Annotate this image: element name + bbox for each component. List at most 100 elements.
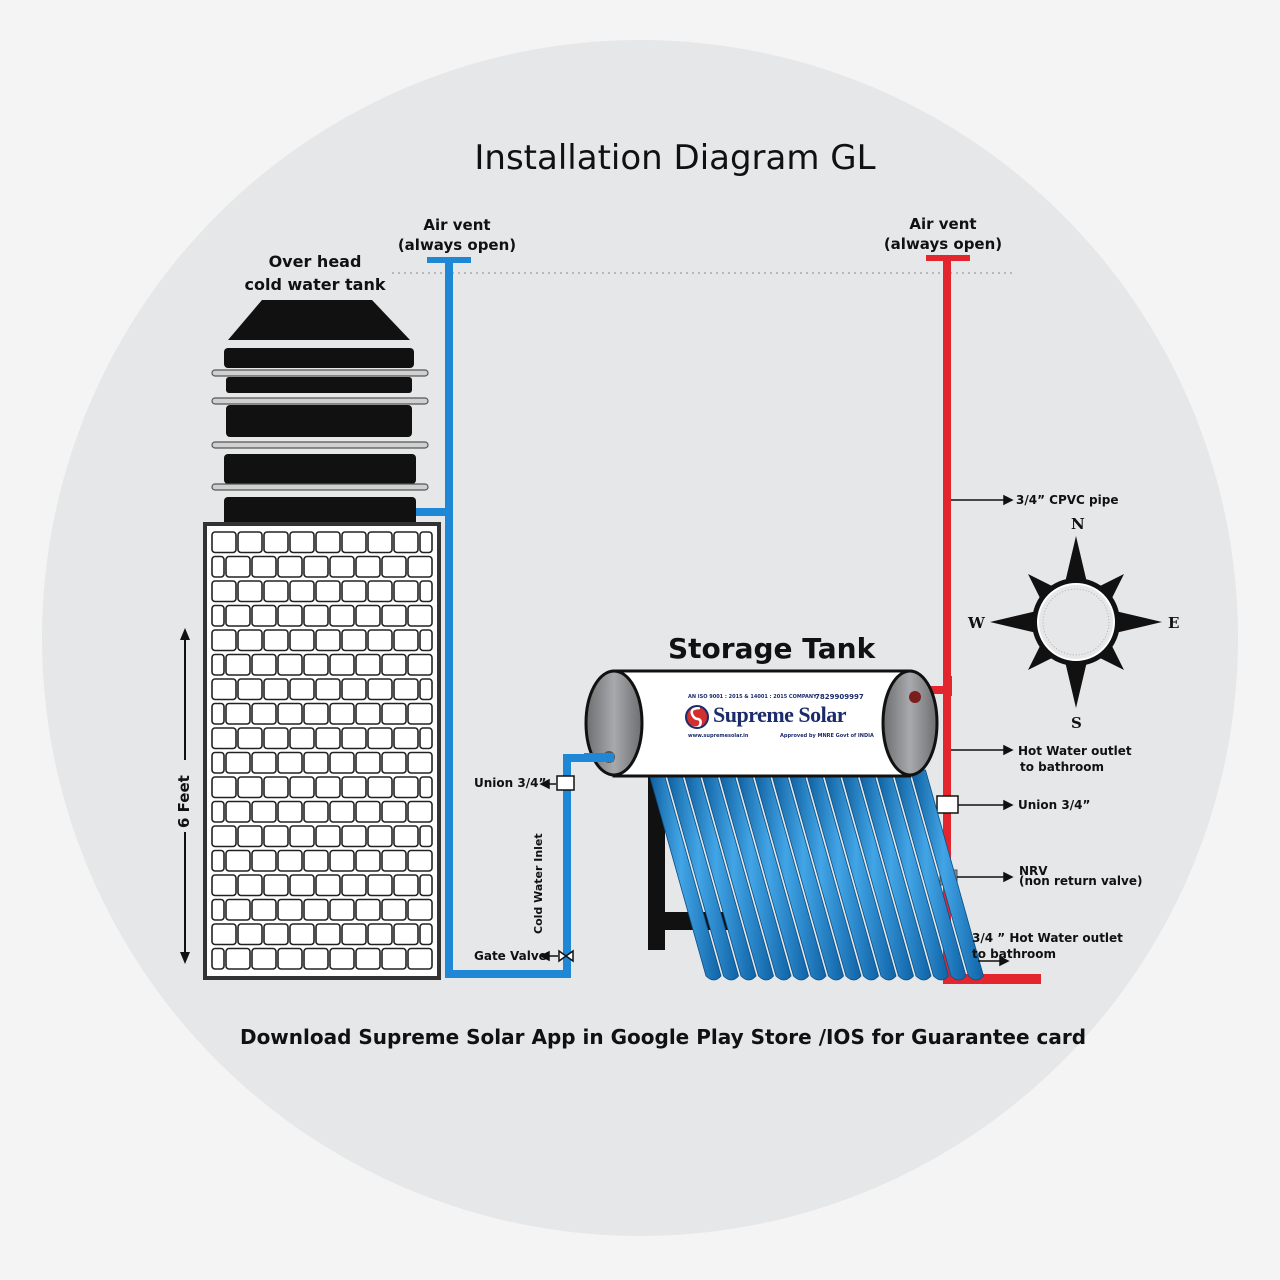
- brick: [211, 947, 225, 970]
- brick: [211, 751, 225, 774]
- overhead-cold-water-tank: [211, 300, 429, 528]
- brick: [211, 531, 237, 554]
- brick: [303, 702, 329, 725]
- brick: [211, 800, 225, 823]
- brick: [263, 727, 289, 750]
- brick: [289, 531, 315, 554]
- brick: [407, 898, 433, 921]
- storage-tank: [584, 669, 939, 778]
- brick: [211, 727, 237, 750]
- brick: [341, 727, 367, 750]
- brick: [367, 874, 393, 897]
- brick: [263, 629, 289, 652]
- leader-arrows: [539, 494, 1014, 967]
- brick: [367, 825, 393, 848]
- brick: [407, 751, 433, 774]
- height-label: 6 Feet: [175, 775, 193, 828]
- brick: [315, 776, 341, 799]
- tank-approval-text: Approved by MNRE Govt of INDIA: [780, 733, 874, 739]
- brick: [329, 800, 355, 823]
- brick: [237, 923, 263, 946]
- brick: [303, 849, 329, 872]
- brick: [251, 800, 277, 823]
- evacuated-tube: [682, 769, 757, 981]
- overhead-tank-label: Over head cold water tank: [244, 252, 386, 294]
- brick: [329, 898, 355, 921]
- brick-pillar: [203, 522, 441, 980]
- brick: [263, 776, 289, 799]
- brick: [303, 653, 329, 676]
- storage-tank-label: Storage Tank: [668, 632, 876, 665]
- evacuated-tube: [664, 769, 739, 981]
- brick: [315, 874, 341, 897]
- brick: [315, 727, 341, 750]
- brick: [381, 800, 407, 823]
- brick: [251, 849, 277, 872]
- brick: [407, 947, 433, 970]
- tank-phone-text: 7829909997: [815, 693, 864, 701]
- brick: [367, 531, 393, 554]
- evacuated-tube: [804, 769, 879, 981]
- tank-cert-text: AN ISO 9001 : 2015 & 14001 : 2015 COMPAN…: [688, 694, 817, 700]
- brick: [277, 604, 303, 627]
- brick: [303, 604, 329, 627]
- evacuated-tubes: [647, 769, 984, 981]
- brick: [251, 898, 277, 921]
- union-right-label: Union 3/4”: [1018, 798, 1091, 812]
- brick: [341, 531, 367, 554]
- brick: [355, 653, 381, 676]
- brick: [393, 531, 419, 554]
- brick: [367, 629, 393, 652]
- brick: [263, 923, 289, 946]
- brick: [211, 923, 237, 946]
- compass-north: N: [1071, 515, 1085, 533]
- brick: [211, 702, 225, 725]
- brick: [289, 874, 315, 897]
- evacuated-tube: [787, 769, 862, 981]
- brick: [419, 678, 433, 701]
- brick: [289, 727, 315, 750]
- brick: [225, 555, 251, 578]
- brick: [329, 751, 355, 774]
- brick: [341, 923, 367, 946]
- brick: [237, 531, 263, 554]
- brick: [329, 702, 355, 725]
- brick: [211, 653, 225, 676]
- brick: [237, 825, 263, 848]
- brick: [419, 776, 433, 799]
- evacuated-tube: [892, 769, 967, 981]
- air-vent-left-label: Air vent (always open): [397, 216, 517, 254]
- gate-valve-label: Gate Valve: [474, 949, 547, 963]
- brick: [277, 555, 303, 578]
- brick: [289, 629, 315, 652]
- brick: [211, 874, 237, 897]
- brick: [367, 727, 393, 750]
- union-left-label: Union 3/4”: [474, 776, 547, 790]
- brick: [225, 849, 251, 872]
- brick: [407, 849, 433, 872]
- union-left-fitting: [556, 775, 575, 791]
- brick: [341, 776, 367, 799]
- brick: [277, 849, 303, 872]
- brick: [315, 629, 341, 652]
- compass-south: S: [1071, 714, 1082, 732]
- brick: [381, 751, 407, 774]
- evacuated-tube: [647, 769, 722, 981]
- brick: [315, 678, 341, 701]
- brick: [419, 629, 433, 652]
- hot-water-pipe: [918, 255, 1041, 984]
- brick: [211, 629, 237, 652]
- brick: [277, 898, 303, 921]
- brick: [225, 702, 251, 725]
- brick: [263, 580, 289, 603]
- brick: [263, 874, 289, 897]
- evacuated-tube: [734, 769, 809, 981]
- hot-outlet-34-label: 3/4 ” Hot Water outlet to bathroom: [972, 931, 1123, 961]
- brick: [277, 653, 303, 676]
- brick: [393, 923, 419, 946]
- brick: [419, 531, 433, 554]
- tank-brand-name: Supreme Solar: [713, 702, 847, 727]
- brick: [211, 849, 225, 872]
- brick: [263, 678, 289, 701]
